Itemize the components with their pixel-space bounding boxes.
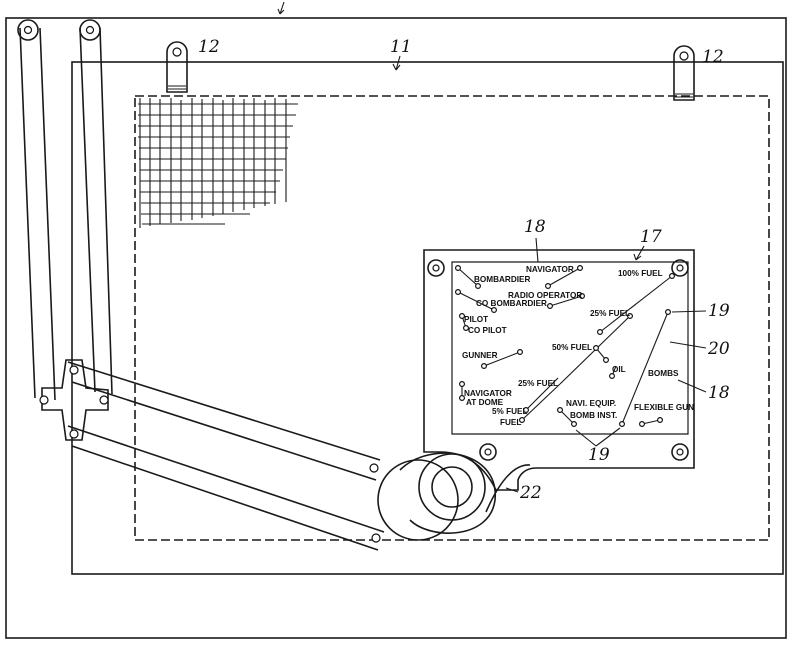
label-oil: OIL [612,365,626,374]
ref-12-left: 12 [198,37,220,57]
label-fuel-5: 5% FUEL [492,407,528,416]
hanger-left [166,41,188,93]
label-navigator: NAVIGATOR [526,265,574,274]
lower-arms [67,361,385,551]
map-inner-panel [134,95,770,541]
cross-bracket [39,359,109,441]
arm-22-bracket [485,464,531,513]
label-navigator-dome-1: NAVIGATOR [464,389,512,398]
ref-18-top: 18 [524,217,546,237]
instrument-board [423,249,695,491]
label-bombs: BOMBS [648,369,679,378]
ref-19-right: 19 [708,301,730,321]
label-bombardier: BOMBARDIER [474,275,530,284]
map-grid [138,98,298,228]
label-fuel: FUEL [500,418,521,427]
label-co-bombardier: CO BOMBARDIER [476,299,547,308]
label-gunner: GUNNER [462,351,498,360]
label-fuel-25-bottom: 25% FUEL [518,379,558,388]
ref-22: 22 [519,483,542,503]
ref-18-bombs: 18 [708,383,730,403]
label-fuel-100: 100% FUEL [618,269,663,278]
label-radio-operator: RADIO OPERATOR [508,291,582,300]
label-fuel-50: 50% FUEL [552,343,592,352]
label-flexible-gun: FLEXIBLE GUN [634,403,694,412]
ref-17: 17 [640,227,662,247]
label-co-pilot: CO PILOT [468,326,507,335]
ref-12-right: 12 [702,47,724,67]
map-panel [71,61,784,575]
board-wiring [455,265,675,428]
ref-19-bottom: 19 [588,445,610,465]
ref-20: 20 [707,339,730,359]
upper-left-arms [17,19,113,401]
label-fuel-25-top: 25% FUEL [590,309,630,318]
label-navi-equip: NAVI. EQUIP. [566,399,616,408]
ref-11: 11 [390,37,412,57]
outer-frame [5,17,787,639]
label-bomb-inst: BOMB INST. [570,411,617,420]
board-labels: NAVIGATOR BOMBARDIER RADIO OPERATOR CO B… [462,265,694,427]
label-navigator-dome-2: AT DOME [466,398,504,407]
control-knob [377,452,496,541]
label-pilot: PILOT [464,315,488,324]
hanger-right [673,45,695,101]
